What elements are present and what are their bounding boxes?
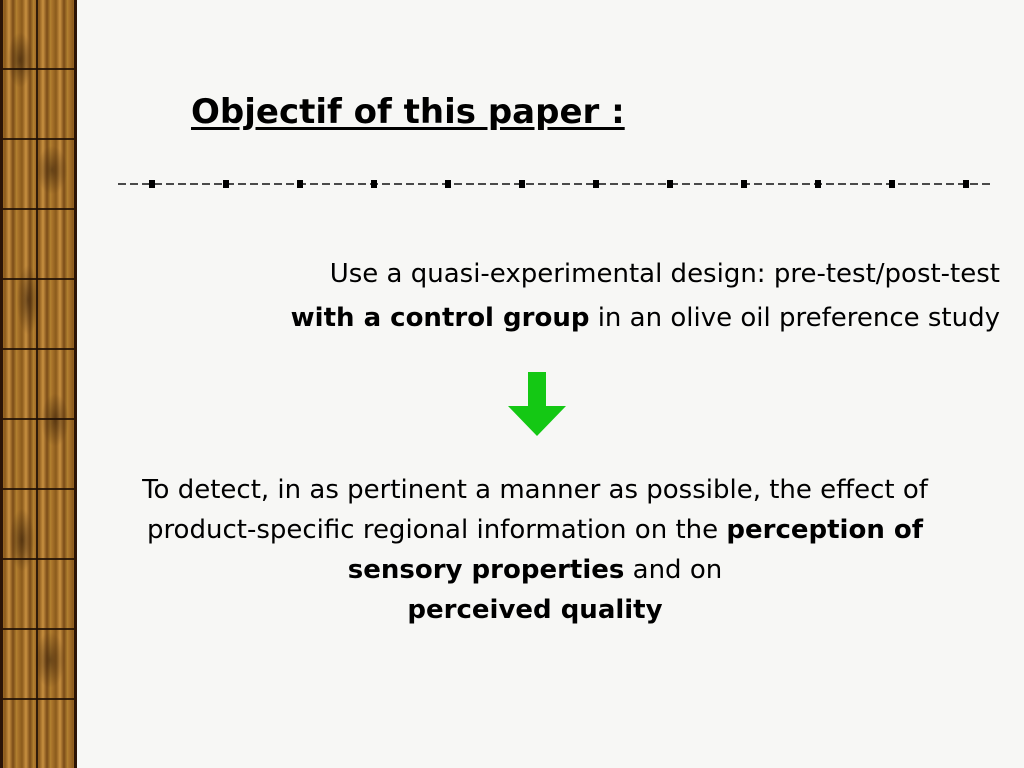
divider-marker [223, 180, 229, 188]
divider-marker [815, 180, 821, 188]
sidebar-left-edge [0, 0, 3, 768]
sidebar-grid-lines [0, 0, 77, 768]
objective-bold-1: perception of sensory properties [347, 515, 924, 585]
method-bold-phrase: with a control group [290, 303, 590, 333]
divider-marker [297, 180, 303, 188]
method-text-before: Use a quasi-experimental design: pre-tes… [329, 259, 1000, 289]
divider-marker [149, 180, 155, 188]
objective-description: To detect, in as pertinent a manner as p… [110, 470, 960, 630]
method-text-after: in an olive oil preference study [589, 303, 1000, 333]
divider-marker [519, 180, 525, 188]
divider-marker [963, 180, 969, 188]
wood-texture-sidebar [0, 0, 77, 768]
sidebar-right-edge [74, 0, 77, 768]
slide-title: Objectif of this paper : [191, 92, 625, 132]
divider-marker [371, 180, 377, 188]
divider-marker [741, 180, 747, 188]
method-description: Use a quasi-experimental design: pre-tes… [140, 252, 1000, 340]
objective-bold-2: perceived quality [407, 595, 663, 625]
down-arrow-icon [508, 372, 566, 436]
objective-text-2: and on [624, 555, 723, 585]
divider-marker [593, 180, 599, 188]
divider-marker [667, 180, 673, 188]
divider-marker [889, 180, 895, 188]
divider-marker [445, 180, 451, 188]
objective-text-1: To detect, in as pertinent a manner as p… [142, 475, 928, 545]
decorative-dashed-divider [118, 180, 990, 188]
